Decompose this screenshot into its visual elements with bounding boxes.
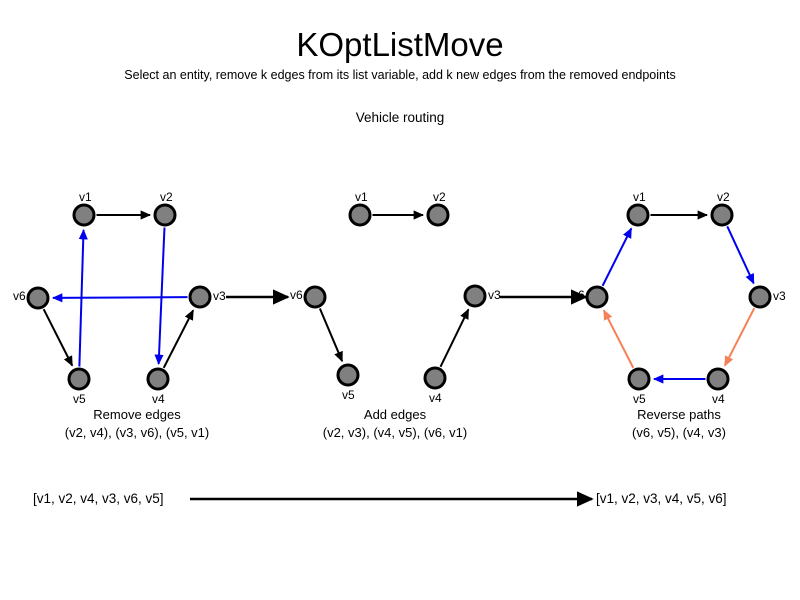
graph-node-v4[interactable]: v4 [706,367,730,406]
edge-v6-to-v1-added [601,227,633,287]
caption-line-2: (v2, v3), (v4, v5), (v6, v1) [323,425,467,440]
node-label: v5 [633,392,646,406]
bottom-list-transform: [v1, v2, v4, v3, v6, v5] [v1, v2, v3, v4,… [33,491,727,507]
graph-node-v1[interactable]: v1 [626,190,650,227]
edge-v2-to-v3-added [726,225,755,285]
node-circle [72,203,96,227]
node-label: v3 [488,288,501,302]
node-circle [706,367,730,391]
nodes-layer: v1 v2 v6 v3 v5 v4 v1 v2 v6 v3 v5 v4 v1 v2 v6 v3 v5 v4 [13,190,786,406]
node-label: v2 [160,190,173,204]
before-list-label: [v1, v2, v4, v3, v6, v5] [33,491,164,506]
edge-v4-to-v3 [439,308,470,368]
edge-v3-to-v6-removed [51,293,188,303]
node-circle [26,286,50,310]
page-subtitle: Select an entity, remove k edges from it… [124,68,676,82]
edge-v2-to-v4-removed [154,227,166,366]
graph-node-v4[interactable]: v4 [423,366,447,405]
node-label: v4 [152,392,165,406]
graph-node-v6[interactable]: v6 [13,286,50,310]
node-circle [626,203,650,227]
graph-node-v5[interactable]: v5 [336,363,360,402]
node-circle [710,203,734,227]
node-label: v1 [633,190,646,204]
node-label: v1 [355,190,368,204]
graph-node-v2[interactable]: v2 [426,190,450,227]
node-label: v2 [717,190,730,204]
edge-v6-to-v5 [42,308,74,367]
graph-node-v3[interactable]: v3 [463,284,501,308]
node-circle [426,203,450,227]
edge-v6-to-v5 [318,308,344,363]
node-circle [585,285,609,309]
graph-node-v5[interactable]: v5 [627,367,651,406]
node-label: v6 [290,288,303,302]
edge-v3-to-v4-reversed [723,307,756,367]
graph-node-v3[interactable]: v3 [748,285,786,309]
graph-node-v6[interactable]: v6 [290,285,327,309]
node-label: v6 [572,288,585,302]
caption-line-2: (v2, v4), (v3, v6), (v5, v1) [65,425,209,440]
after-list-label: [v1, v2, v3, v4, v5, v6] [596,491,727,506]
node-label: v1 [79,190,92,204]
graph-node-v4[interactable]: v4 [146,367,170,406]
caption-line-2: (v6, v5), (v4, v3) [632,425,726,440]
context-label: Vehicle routing [355,110,445,125]
node-circle [748,285,772,309]
edge-v5-to-v6-reversed [602,309,635,369]
graph-node-v2[interactable]: v2 [710,190,734,227]
node-label: v6 [13,289,26,303]
node-circle [336,363,360,387]
node-circle [423,366,447,390]
caption-line-1: Reverse paths [637,407,721,422]
node-circle [188,285,212,309]
caption-panel-reverse: Reverse paths (v6, v5), (v4, v3) [632,407,726,440]
node-label: v2 [433,190,446,204]
caption-line-1: Remove edges [93,407,181,422]
graph-node-v1[interactable]: v1 [348,190,372,227]
node-label: v3 [213,289,226,303]
page-title: KOptListMove [296,26,504,63]
node-circle [153,203,177,227]
edge-v4-to-v3 [162,309,195,369]
node-circle [348,203,372,227]
edge-v5-to-v1-removed [78,228,88,367]
node-circle [303,285,327,309]
node-circle [146,367,170,391]
captions-layer: Remove edges (v2, v4), (v3, v6), (v5, v1)… [65,407,726,440]
caption-line-1: Add edges [364,407,427,422]
node-label: v5 [73,392,86,406]
caption-panel-remove: Remove edges (v2, v4), (v3, v6), (v5, v1) [65,407,209,440]
graph-node-v3[interactable]: v3 [188,285,226,309]
caption-panel-add: Add edges (v2, v3), (v4, v5), (v6, v1) [323,407,467,440]
node-label: v5 [342,388,355,402]
graph-node-v5[interactable]: v5 [67,367,91,406]
node-circle [67,367,91,391]
node-circle [463,284,487,308]
graph-node-v2[interactable]: v2 [153,190,177,227]
node-label: v4 [712,392,725,406]
edges-layer [42,210,756,384]
node-label: v4 [429,391,442,405]
graph-node-v1[interactable]: v1 [72,190,96,227]
node-label: v3 [773,289,786,303]
node-circle [627,367,651,391]
